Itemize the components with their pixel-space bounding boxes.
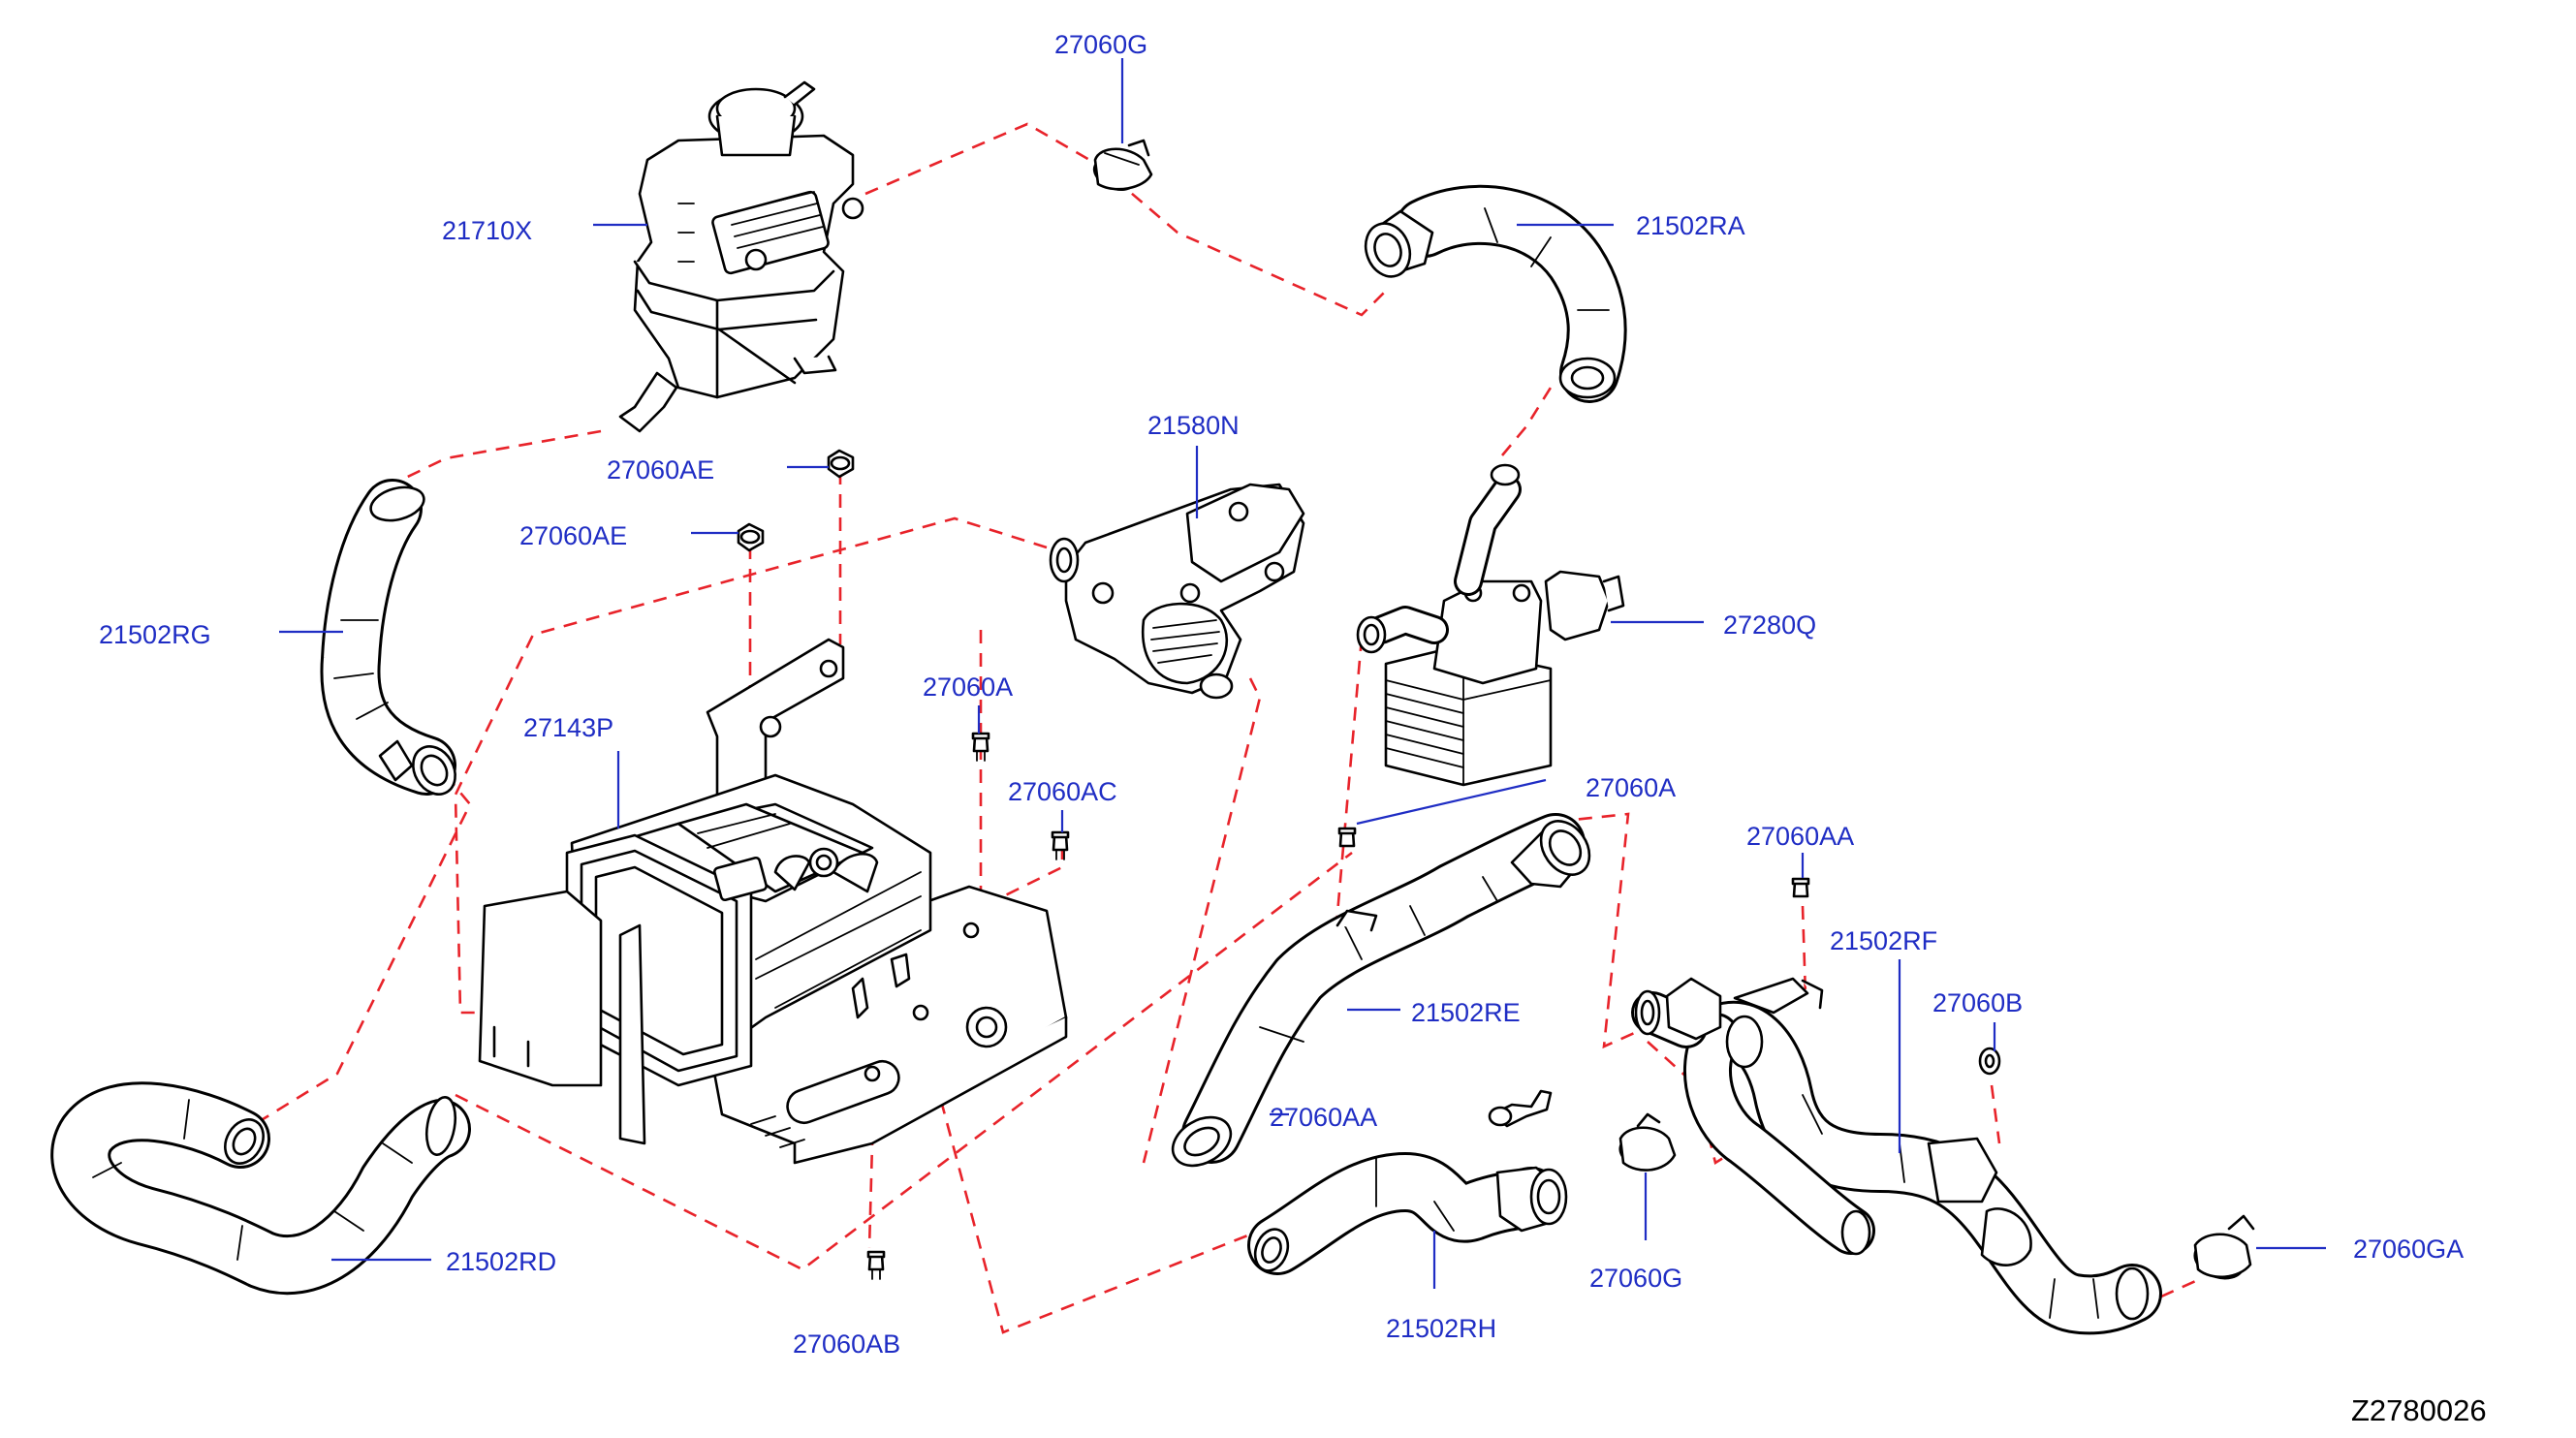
label-21502rf: 21502RF: [1830, 926, 1937, 955]
leader-lines: [279, 58, 2326, 1289]
label-27060ab: 27060AB: [793, 1329, 900, 1359]
hose-21502rd-illustration: [50, 1081, 471, 1296]
hose-21502rg-illustration: [320, 479, 456, 796]
heater-27143p-illustration: [478, 638, 1068, 1165]
label-27060a-upper-right: 27060A: [1586, 773, 1676, 802]
label-27060aa-upper: 27060AA: [1746, 822, 1854, 851]
label-27060a-heater: 27060A: [923, 672, 1013, 702]
label-21502re: 21502RE: [1411, 998, 1521, 1027]
label-27280q: 27280Q: [1723, 610, 1816, 640]
label-27060ae-lower: 27060AE: [519, 521, 627, 550]
label-21580n: 21580N: [1147, 411, 1240, 440]
hose-clamp-27060g-bottom-illustration: [1618, 1112, 1677, 1172]
water-pump-21580n-illustration: [1049, 483, 1305, 700]
label-27060aa-lower: 27060AA: [1270, 1103, 1377, 1132]
label-21502rh: 21502RH: [1386, 1314, 1496, 1343]
hose-clamp-27060g-top-illustration: [1092, 139, 1153, 192]
nut-27060ae-illustrations: [737, 449, 855, 552]
hose-21502rh-illustration: [1247, 1152, 1568, 1275]
label-27143p: 27143P: [523, 713, 613, 742]
label-21502rg: 21502RG: [99, 620, 211, 649]
hose-21502ra-illustration: [1364, 184, 1627, 403]
part-labels: 27060G 21710X 21502RA 21580N 27060AE 270…: [99, 30, 2464, 1359]
label-21710x: 21710X: [442, 216, 532, 245]
label-27060g-bottom: 27060G: [1589, 1264, 1682, 1293]
label-27060ac: 27060AC: [1008, 777, 1117, 806]
label-27060ae-upper: 27060AE: [607, 455, 714, 485]
hose-21502rf-illustration: [1631, 977, 2162, 1335]
label-27060b: 27060B: [1932, 988, 2023, 1017]
label-21502ra: 21502RA: [1636, 211, 1745, 240]
oil-cooler-27280q-illustration: [1356, 463, 1625, 787]
label-27060g-top: 27060G: [1054, 30, 1147, 59]
diagram-id: Z2780026: [2351, 1393, 2487, 1427]
label-21502rd: 21502RD: [446, 1247, 556, 1276]
reservoir-tank-illustration: [618, 80, 864, 433]
hose-clamp-27060ga-illustration: [2193, 1214, 2255, 1280]
label-27060ga: 27060GA: [2353, 1235, 2464, 1264]
hose-21502re-illustration: [1171, 813, 1591, 1168]
bolt-illustrations: [866, 732, 2001, 1280]
